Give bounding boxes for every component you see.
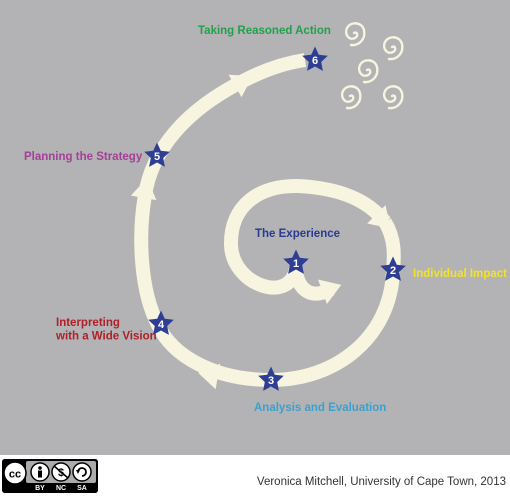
step-label-4-line-2: with a Wide Vision	[55, 331, 157, 343]
spiral-arrow-left	[130, 178, 157, 201]
spiral-arrow-top	[228, 74, 253, 98]
spiral-outer-loop	[134, 53, 401, 387]
spiral-arrow-center	[318, 279, 342, 304]
step-label-1: The Experience	[255, 228, 340, 240]
swirl-icon	[340, 85, 362, 110]
license-label-nc: NC	[56, 485, 66, 492]
footer: cc $ BY NC SA Veronica Mitchell, Univers…	[0, 455, 510, 497]
step-star-icon-2	[380, 256, 406, 281]
step-star-icon-4	[148, 310, 174, 335]
step-star-icon-6	[302, 46, 328, 71]
step-label-4-line-1: Interpreting	[56, 317, 120, 329]
step-number-3: 3	[268, 375, 274, 387]
step-star-icon-3	[258, 366, 284, 391]
step-star-icon-1	[283, 249, 309, 274]
step-number-1: 1	[293, 258, 299, 270]
swirl-icon	[344, 22, 366, 47]
step-label-6: Taking Reasoned Action	[198, 25, 331, 37]
swirl-icon	[357, 59, 379, 84]
author-credit: Veronica Mitchell, University of Cape To…	[256, 476, 506, 488]
step-star-icon-5	[144, 142, 170, 167]
step-number-5: 5	[154, 151, 160, 163]
license-label-sa: SA	[77, 485, 87, 492]
spiral-arrow-bottom	[198, 363, 221, 390]
svg-text:cc: cc	[9, 469, 21, 481]
swirl-icon	[382, 36, 404, 61]
step-number-2: 2	[390, 265, 396, 277]
step-label-2: Individual Impact	[413, 268, 507, 280]
license-label-by: BY	[35, 485, 45, 492]
cc-by-nc-sa-icon: cc $ BY NC SA	[2, 459, 98, 493]
swirl-decoration	[340, 22, 404, 110]
step-label-3: Analysis and Evaluation	[254, 402, 386, 414]
step-number-6: 6	[312, 55, 318, 67]
step-number-4: 4	[158, 319, 165, 331]
swirl-icon	[382, 85, 404, 110]
spiral-arrow-right	[367, 205, 391, 229]
step-label-5: Planning the Strategy	[24, 151, 143, 163]
svg-text:$: $	[58, 467, 64, 479]
